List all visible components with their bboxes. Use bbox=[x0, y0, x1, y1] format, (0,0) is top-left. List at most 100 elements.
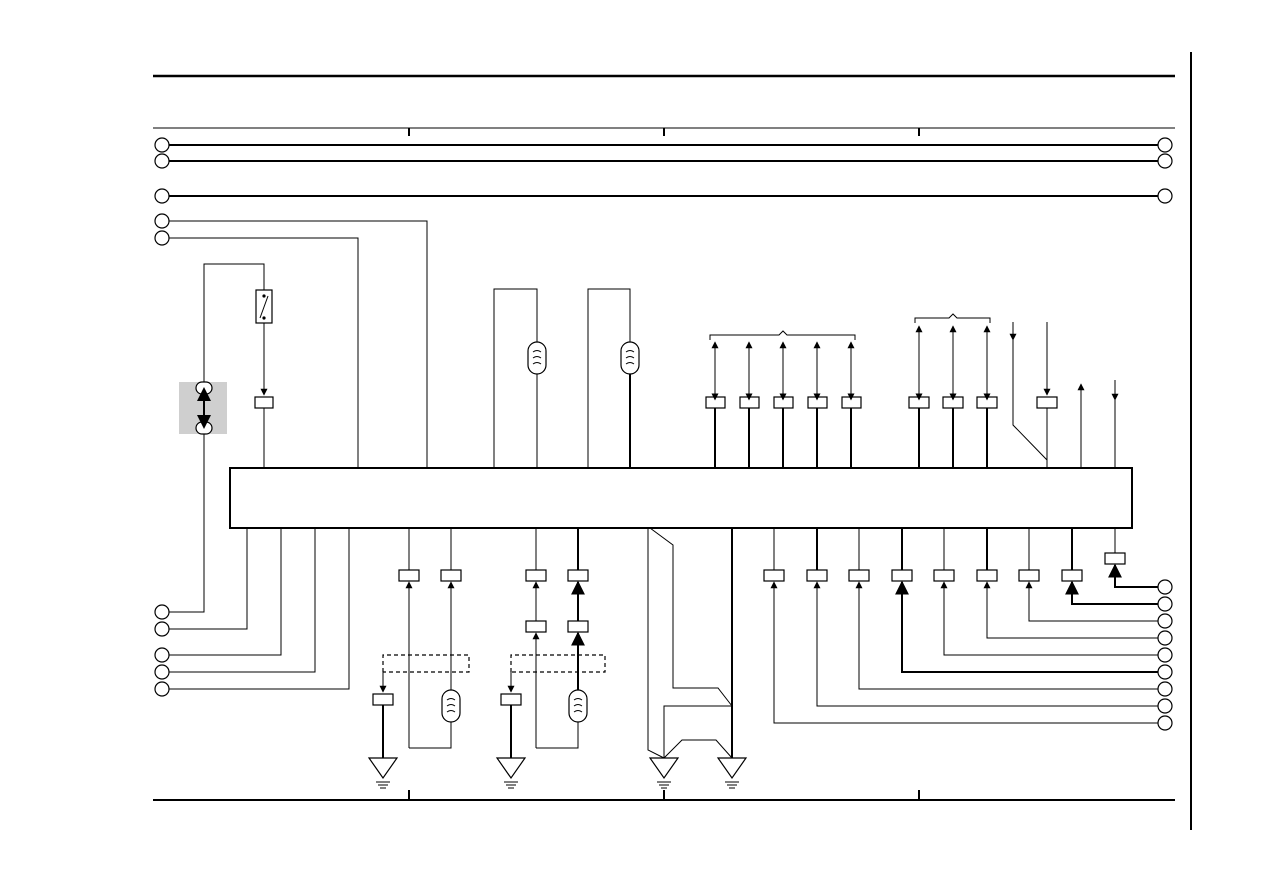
connector-terminal-icon bbox=[154, 230, 170, 246]
shield-outline bbox=[510, 654, 606, 673]
left-switch-circuit bbox=[154, 263, 274, 620]
connector-block-icon bbox=[525, 569, 547, 582]
wire bbox=[940, 581, 1158, 656]
connector-block-icon bbox=[525, 620, 547, 633]
wire bbox=[1108, 563, 1158, 588]
connector-block-icon bbox=[440, 569, 462, 582]
wire bbox=[169, 220, 428, 468]
connector-terminal-icon bbox=[1157, 579, 1173, 595]
connector-block-icon bbox=[806, 569, 828, 582]
ground-icon bbox=[716, 757, 748, 780]
wire bbox=[587, 288, 631, 468]
lamp-filament bbox=[446, 698, 456, 713]
connector-terminal-icon bbox=[1157, 596, 1173, 612]
wire bbox=[203, 263, 265, 388]
connector-terminal-icon bbox=[1157, 137, 1173, 153]
connector-block-icon bbox=[1036, 396, 1058, 409]
wire bbox=[169, 528, 316, 673]
group-brace bbox=[709, 330, 856, 340]
wire bbox=[855, 581, 1158, 690]
upper-signal-group-a bbox=[705, 330, 862, 468]
lamp-coil-icon bbox=[527, 341, 547, 375]
connector-block-icon bbox=[567, 620, 589, 633]
right-output-bank bbox=[763, 528, 1173, 731]
connector-terminal-icon bbox=[1157, 613, 1173, 629]
connector-block-icon bbox=[1104, 552, 1126, 565]
connector-terminal-icon bbox=[154, 153, 170, 169]
connector-block-icon bbox=[763, 569, 785, 582]
upper-lamps bbox=[493, 288, 640, 468]
ground-icon bbox=[367, 757, 399, 780]
connector-terminal-icon bbox=[1157, 715, 1173, 731]
page-frame bbox=[153, 52, 1192, 830]
wire bbox=[1012, 322, 1048, 468]
connector-pin-icon bbox=[195, 381, 213, 395]
connector-terminal-icon bbox=[154, 188, 170, 204]
connector-block-icon bbox=[908, 396, 930, 409]
signal-line bbox=[942, 325, 964, 468]
connector-block-icon bbox=[398, 569, 420, 582]
connector-terminal-icon bbox=[1157, 647, 1173, 663]
connector-block-icon bbox=[807, 396, 828, 409]
connector-block-icon bbox=[705, 396, 726, 409]
wire bbox=[409, 722, 452, 749]
signal-line bbox=[773, 341, 794, 468]
lamp-filament bbox=[625, 350, 635, 365]
upper-right-signals bbox=[1009, 322, 1119, 468]
wire bbox=[770, 581, 1158, 724]
connector-terminal-icon bbox=[154, 647, 170, 663]
connector-block-icon bbox=[976, 396, 998, 409]
wire bbox=[493, 288, 538, 468]
wire bbox=[649, 527, 733, 758]
lamp-coil-icon bbox=[441, 689, 461, 723]
wire bbox=[169, 528, 282, 656]
connector-terminal-icon bbox=[1157, 664, 1173, 680]
wire bbox=[663, 705, 732, 758]
connector-terminal-icon bbox=[1157, 630, 1173, 646]
left-input-wires bbox=[154, 213, 428, 468]
connector-terminal-icon bbox=[154, 621, 170, 637]
signal-line bbox=[807, 341, 828, 468]
connector-terminal-icon bbox=[1157, 188, 1173, 204]
left-output-wires bbox=[154, 528, 350, 697]
wire bbox=[536, 722, 579, 749]
lamp-filament bbox=[532, 350, 542, 365]
connector-terminal-icon bbox=[1157, 698, 1173, 714]
control-module-block bbox=[229, 467, 1133, 529]
connector-terminal-icon bbox=[154, 604, 170, 620]
wire bbox=[169, 434, 205, 613]
wire bbox=[1025, 581, 1158, 622]
group-brace bbox=[914, 313, 991, 323]
lower-sensor-circuit-a bbox=[367, 528, 470, 789]
lamp-coil-icon bbox=[620, 341, 640, 375]
connector-block-icon bbox=[848, 569, 870, 582]
wire bbox=[1065, 580, 1158, 605]
signal-line bbox=[976, 325, 998, 468]
switch-blade bbox=[259, 295, 269, 319]
connector-block-icon bbox=[567, 569, 589, 582]
signal-line bbox=[908, 325, 930, 468]
ground-mark bbox=[657, 781, 671, 789]
lamp-filament bbox=[573, 698, 583, 713]
connector-block-icon bbox=[976, 569, 998, 582]
connector-block-icon bbox=[933, 569, 955, 582]
connector-terminal-icon bbox=[154, 213, 170, 229]
wire bbox=[647, 528, 665, 759]
wire bbox=[169, 528, 350, 690]
shield-outline bbox=[382, 654, 470, 673]
ground-mark bbox=[725, 781, 739, 789]
wire bbox=[169, 528, 248, 630]
connector-pin-icon bbox=[195, 421, 213, 435]
connector-block-icon bbox=[372, 693, 394, 706]
connector-block-icon bbox=[254, 396, 274, 409]
signal-line bbox=[705, 341, 726, 468]
wire bbox=[983, 581, 1158, 639]
upper-signal-group-b bbox=[908, 313, 998, 468]
connector-block-icon bbox=[891, 569, 913, 582]
ground-mark bbox=[376, 781, 390, 789]
connector-block-icon bbox=[942, 396, 964, 409]
connector-block-icon bbox=[500, 693, 522, 706]
switch-contact bbox=[262, 316, 266, 320]
connector-block-icon bbox=[773, 396, 794, 409]
